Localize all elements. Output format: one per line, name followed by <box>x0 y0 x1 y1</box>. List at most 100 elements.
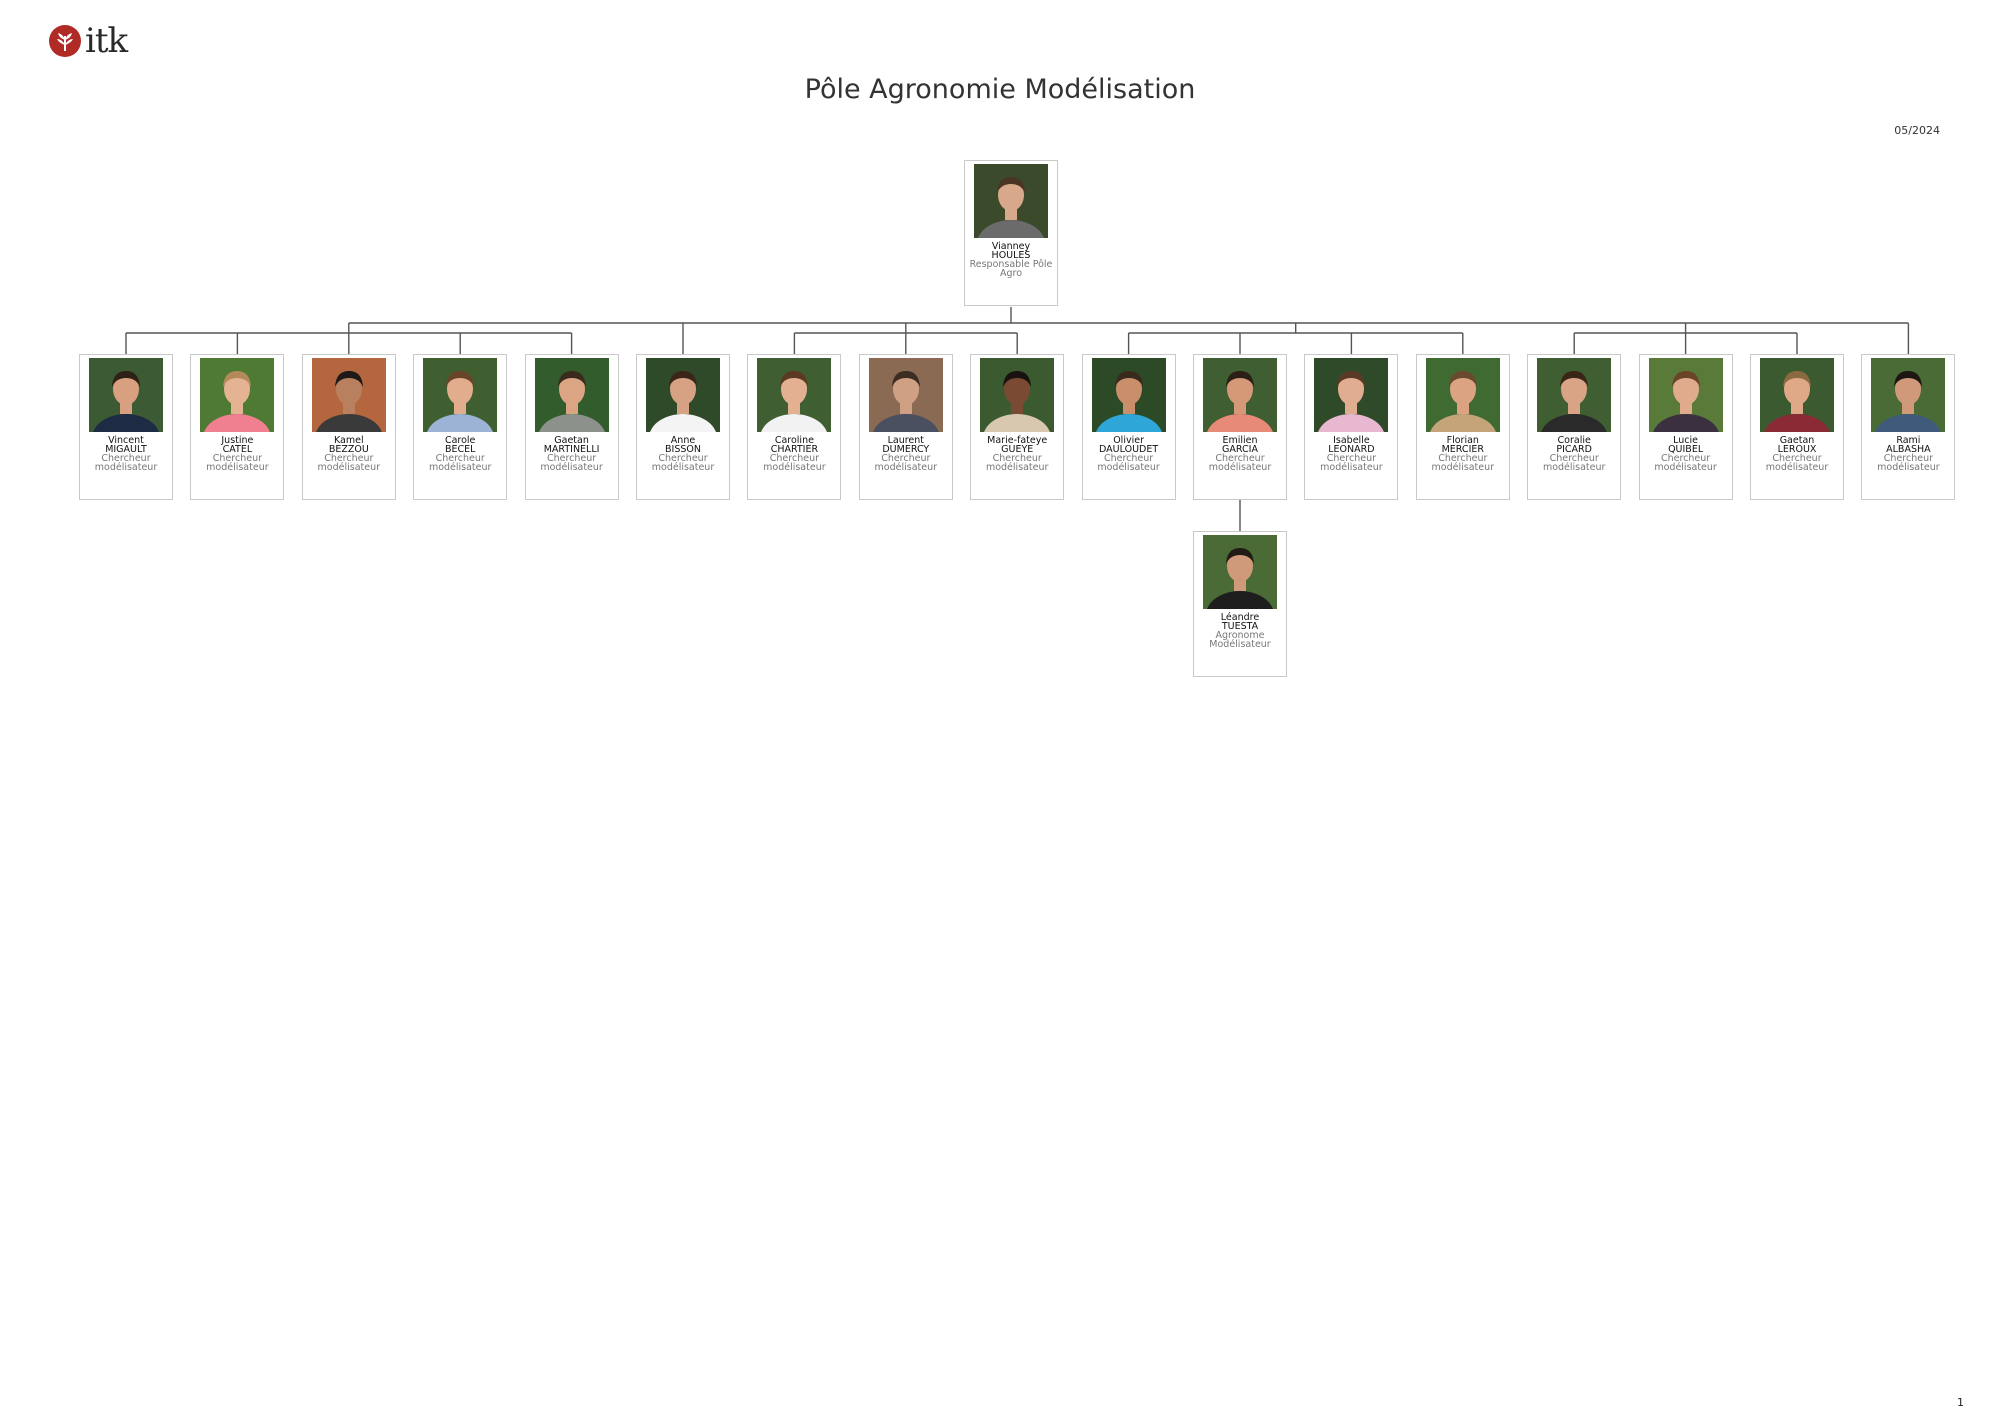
person-last-name: MERCIER <box>1441 444 1484 455</box>
person-role: Chercheur <box>881 453 931 464</box>
person-photo <box>311 358 386 432</box>
person-role: Chercheur <box>992 453 1042 464</box>
person-photo <box>1091 358 1166 432</box>
person-first-name: Gaetan <box>554 435 589 446</box>
person-last-name: LEONARD <box>1328 444 1375 455</box>
person-photo <box>980 358 1055 432</box>
person-last-name: BEZZOU <box>328 444 369 455</box>
person-role: Chercheur <box>1215 453 1265 464</box>
portrait-photo <box>1760 358 1834 432</box>
portrait-photo <box>1871 358 1946 432</box>
person-role: modélisateur <box>874 462 938 473</box>
portrait-photo <box>646 358 720 432</box>
person-role: modélisateur <box>1320 462 1383 473</box>
person-first-name: Florian <box>1446 435 1479 446</box>
person-role: modélisateur <box>763 462 826 473</box>
portrait-photo <box>1314 358 1389 432</box>
page-number: 1 <box>1957 1396 1964 1409</box>
person-photo <box>974 164 1048 238</box>
portrait-photo <box>423 358 498 432</box>
person-photo <box>1425 358 1500 432</box>
person-first-name: Rami <box>1896 435 1921 446</box>
person-role: modélisateur <box>206 462 269 473</box>
person-role: modélisateur <box>985 462 1049 473</box>
person-last-name: TUESTA <box>1221 621 1259 632</box>
person-first-name: Coralie <box>1557 435 1591 446</box>
portrait-photo <box>1425 358 1500 432</box>
person-first-name: Caroline <box>774 435 814 446</box>
person-last-name: CHARTIER <box>770 444 819 455</box>
person-role: Chercheur <box>1660 453 1711 464</box>
person-role: Chercheur <box>546 453 597 464</box>
person-photo <box>646 358 720 432</box>
person-last-name: BISSON <box>665 444 701 455</box>
person-role: modélisateur <box>540 462 603 473</box>
person-role: Chercheur <box>1438 453 1488 464</box>
logo-leaf-icon <box>49 25 81 57</box>
person-photo <box>534 358 609 432</box>
portrait-photo <box>980 358 1055 432</box>
person-role: Chercheur <box>1883 453 1933 464</box>
portrait-photo <box>1091 358 1166 432</box>
person-photo <box>423 358 498 432</box>
person-last-name: MARTINELLI <box>543 444 600 455</box>
person-last-name: HOULES <box>991 250 1031 261</box>
portrait-photo <box>757 358 832 432</box>
itk-logo: itk <box>48 22 128 60</box>
person-role: modélisateur <box>1654 462 1717 473</box>
person-photo <box>1537 358 1612 432</box>
person-role: Responsable Pôle <box>969 259 1053 270</box>
person-photo <box>1871 358 1946 432</box>
person-first-name: Laurent <box>887 435 925 446</box>
person-first-name: Justine <box>221 435 254 446</box>
person-photo <box>1760 358 1834 432</box>
person-first-name: Carole <box>444 435 476 446</box>
person-role: Chercheur <box>1772 453 1822 464</box>
person-first-name: Marie-fateye <box>987 435 1048 446</box>
portrait-photo <box>1537 358 1612 432</box>
person-first-name: Vianney <box>991 241 1031 252</box>
person-first-name: Léandre <box>1220 612 1260 623</box>
person-role: modélisateur <box>1431 462 1495 473</box>
person-last-name: GUEYE <box>1001 444 1034 455</box>
portrait-photo <box>89 358 163 432</box>
portrait-photo <box>868 358 943 432</box>
person-photo <box>89 358 163 432</box>
person-last-name: CATEL <box>222 444 253 455</box>
portrait-photo <box>311 358 386 432</box>
person-role: modélisateur <box>94 462 158 473</box>
person-role: Chercheur <box>101 453 151 464</box>
portrait-photo <box>200 358 275 432</box>
person-photo <box>868 358 943 432</box>
portrait-photo <box>534 358 609 432</box>
person-photo <box>1314 358 1389 432</box>
person-last-name: LEROUX <box>1777 444 1817 455</box>
portrait-photo <box>974 164 1048 238</box>
person-role: Chercheur <box>212 453 262 464</box>
person-photo <box>1648 358 1723 432</box>
person-first-name: Olivier <box>1113 435 1144 446</box>
page-title: Pôle Agronomie Modélisation <box>804 74 1196 105</box>
person-last-name: QUIBEL <box>1668 444 1704 455</box>
person-role: modélisateur <box>1208 462 1272 473</box>
person-role: modélisateur <box>651 462 715 473</box>
